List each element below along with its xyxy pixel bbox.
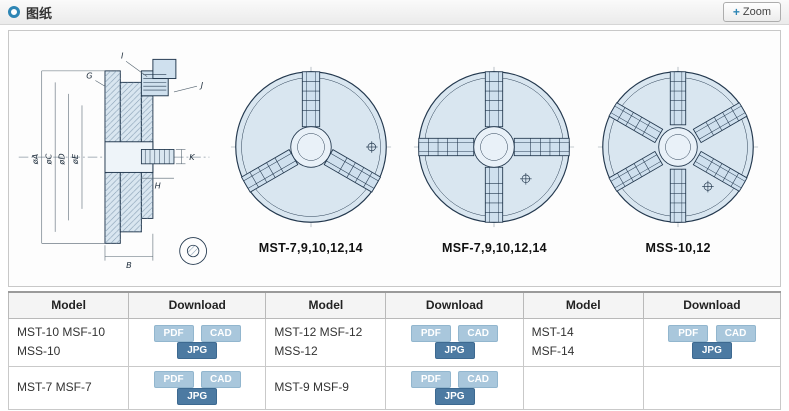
drawing-panel: øA øC øD øE G I J K H B: [8, 30, 781, 287]
chuck-face-3jaw: [230, 66, 391, 227]
column-header-model-3: Model: [522, 291, 644, 319]
download-table: Model Download Model Download Model Down…: [7, 291, 782, 410]
chuck-face-figures: MST-7,9,10,12,14: [219, 35, 770, 284]
pdf-button[interactable]: PDF: [410, 370, 451, 388]
model-cell: MST-14 MSF-14: [522, 317, 644, 367]
table-row: MST-10 MSF-10 MSS-10 PDF CAD JPG MST-12 …: [7, 317, 782, 367]
cad-button[interactable]: CAD: [458, 370, 499, 388]
model-cell: MST-12 MSF-12 MSS-12: [265, 317, 387, 367]
download-cell: PDF CAD JPG: [642, 317, 782, 367]
bullet-icon: [8, 6, 20, 18]
zoom-button[interactable]: + Zoom: [722, 2, 781, 22]
dim-label-j: J: [199, 80, 204, 90]
zoom-button-label: Zoom: [742, 6, 771, 18]
chuck-figure-mst: MST-7,9,10,12,14: [229, 65, 393, 255]
jpg-button[interactable]: JPG: [434, 387, 475, 405]
pdf-button[interactable]: PDF: [153, 325, 194, 342]
download-cell: PDF CAD JPG: [385, 317, 524, 367]
model-cell: MST-10 MSF-10 MSS-10: [7, 317, 130, 367]
jpg-button[interactable]: JPG: [691, 342, 732, 359]
column-header-download-2: Download: [385, 291, 524, 319]
dim-label-oa: øA: [30, 154, 40, 166]
table-row: MST-7 MSF-7 PDF CAD JPG MST-9 MSF-9 PDF …: [7, 365, 782, 410]
column-header-download-1: Download: [128, 291, 267, 319]
chuck-figure-msf: MSF-7,9,10,12,14: [412, 65, 576, 255]
chuck-figure-label: MST-7,9,10,12,14: [258, 240, 363, 255]
chuck-figure-label: MSF-7,9,10,12,14: [442, 240, 547, 255]
cad-button[interactable]: CAD: [200, 370, 241, 388]
table-header-row: Model Download Model Download Model Down…: [7, 291, 782, 319]
pdf-button[interactable]: PDF: [410, 325, 451, 342]
dim-label-g: G: [86, 71, 92, 81]
download-cell: PDF CAD JPG: [385, 365, 524, 410]
screw-mark-icon: [702, 180, 714, 192]
model-cell: MST-9 MSF-9: [265, 365, 387, 410]
chuck-figure-label: MSS-10,12: [645, 240, 711, 255]
download-cell: PDF CAD JPG: [128, 317, 267, 367]
pdf-button[interactable]: PDF: [153, 370, 194, 388]
cad-button[interactable]: CAD: [458, 325, 499, 342]
screw-mark-icon: [520, 172, 533, 185]
download-cell: PDF CAD JPG: [128, 365, 267, 410]
chuck-cross-section-drawing: øA øC øD øE G I J K H B: [18, 50, 210, 270]
cad-button[interactable]: CAD: [715, 325, 756, 342]
column-header-download-3: Download: [642, 291, 782, 319]
model-cell-empty: [522, 365, 644, 410]
plus-icon: +: [732, 5, 740, 19]
jpg-button[interactable]: JPG: [177, 387, 218, 405]
page-title: 图纸: [26, 5, 53, 21]
dim-label-od: øD: [57, 153, 67, 165]
jpg-button[interactable]: JPG: [177, 342, 218, 359]
cad-button[interactable]: CAD: [200, 325, 241, 342]
dim-label-oe: øE: [70, 153, 80, 165]
chuck-face-6jaw: [598, 66, 759, 227]
header-bar: 图纸 + Zoom: [0, 0, 789, 25]
chuck-figure-mss: MSS-10,12: [596, 65, 760, 255]
dim-label-oc: øC: [43, 153, 53, 165]
column-header-model-1: Model: [7, 291, 130, 319]
detail-view-circle: [179, 237, 207, 265]
dim-label-h: H: [155, 181, 161, 191]
pdf-button[interactable]: PDF: [668, 325, 709, 342]
screw-mark-icon: [365, 140, 378, 153]
column-header-model-2: Model: [265, 291, 387, 319]
dim-label-b: B: [126, 260, 132, 270]
model-cell: MST-7 MSF-7: [7, 365, 130, 410]
dim-label-k: K: [189, 152, 195, 162]
jpg-button[interactable]: JPG: [434, 342, 475, 359]
chuck-face-4jaw: [414, 66, 575, 227]
download-cell-empty: [642, 365, 782, 410]
dim-label-i: I: [121, 50, 124, 60]
